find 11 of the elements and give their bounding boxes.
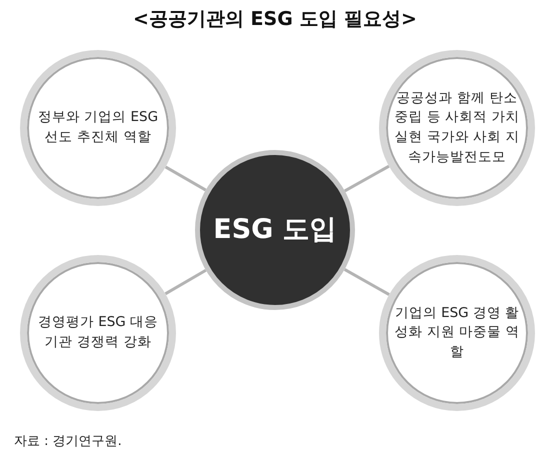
circle-text: 공공성과 함께 탄소중립 등 사회적 가치 실현 국가와 사회 지속가능발전도모 — [394, 88, 520, 167]
connector-line — [344, 164, 390, 192]
connector-line — [164, 268, 207, 296]
connector-line — [164, 166, 206, 192]
diagram-title: <공공기관의 ESG 도입 필요성> — [132, 7, 418, 32]
circle-text: 기업의 ESG 경영 활성화 지원 마중물 역할 — [394, 304, 520, 362]
source-note: 자료 : 경기연구원. — [14, 433, 122, 450]
circle-text: 경영평가 ESG 대응 기관 경쟁력 강화 — [36, 313, 160, 352]
circle-text: 정부와 기업의 ESG 선도 추진체 역할 — [36, 108, 160, 147]
connector-line — [344, 268, 390, 296]
center-label: ESG 도입 — [213, 213, 337, 248]
